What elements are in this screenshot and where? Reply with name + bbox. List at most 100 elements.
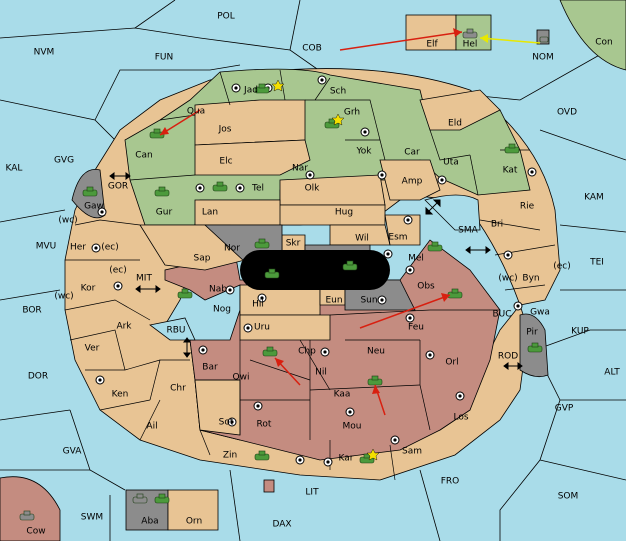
province-amp[interactable] — [379, 159, 441, 201]
label-uru: Uru — [254, 323, 270, 333]
unit-tank-icon[interactable] — [132, 493, 148, 504]
gulf-rbu — [149, 317, 196, 341]
label-lan: Lan — [202, 208, 218, 218]
unit-tank-icon[interactable] — [367, 375, 383, 386]
label-gvp: GVP — [555, 404, 574, 414]
province-cow[interactable] — [0, 476, 61, 541]
unit-tank-icon[interactable] — [447, 288, 463, 299]
province-uru[interactable] — [239, 314, 331, 341]
unit-tank-icon[interactable] — [462, 28, 478, 39]
build-stars — [271, 79, 380, 461]
label-cob: COB — [302, 44, 322, 54]
label-feu: Feu — [408, 323, 424, 333]
label-amp: Amp — [402, 177, 423, 187]
label-jad: Jad — [243, 86, 258, 96]
label-rie: Rie — [520, 202, 535, 212]
label-neu: Neu — [367, 347, 385, 357]
units — [19, 28, 549, 521]
province-orn[interactable] — [167, 489, 219, 531]
label-mvu: MVU — [36, 242, 57, 252]
label-pir: Pir — [526, 328, 538, 338]
label-sap: Sap — [194, 254, 211, 264]
unit-tank-icon[interactable] — [504, 143, 520, 154]
label-byn: Byn — [522, 274, 539, 284]
label-ec1: (ec) — [101, 243, 119, 253]
label-grh: Grh — [344, 108, 360, 118]
label-kal: KAL — [6, 164, 23, 174]
unit-tank-icon[interactable] — [82, 186, 98, 197]
unit-tank-icon[interactable] — [527, 342, 543, 353]
label-esm: Esm — [388, 233, 407, 243]
unit-tank-icon[interactable] — [254, 83, 270, 94]
label-rod: ROD — [498, 352, 518, 362]
label-nom: NOM — [532, 53, 554, 63]
label-wil: Wil — [355, 234, 369, 244]
label-gaw: Gaw — [84, 202, 104, 212]
unit-tank-icon[interactable] — [254, 450, 270, 461]
label-mit: MIT — [136, 274, 152, 284]
label-qwi: Qwi — [233, 373, 250, 383]
unit-tank-icon[interactable] — [264, 268, 280, 279]
connector-arrows — [109, 172, 523, 370]
label-fro: FRO — [441, 477, 460, 487]
label-can: Can — [135, 151, 153, 161]
label-gva: GVA — [63, 447, 83, 457]
label-mou: Mou — [343, 422, 362, 432]
label-qua: Qua — [187, 107, 205, 117]
label-ost: Ost — [317, 258, 333, 268]
label-nvm: NVM — [34, 48, 55, 58]
unit-tank-icon[interactable] — [262, 346, 278, 357]
unit-tank-icon[interactable] — [19, 510, 35, 521]
unit-tank-icon[interactable] — [342, 260, 358, 271]
label-zin: Zin — [223, 451, 237, 461]
label-yok: Yok — [355, 147, 372, 157]
label-fun: FUN — [155, 53, 174, 63]
label-ark: Ark — [116, 322, 132, 332]
label-nab: Nab — [209, 285, 227, 295]
label-kat: Kat — [503, 166, 518, 176]
label-chp: Chp — [298, 347, 316, 357]
label-sch: Sch — [330, 87, 346, 97]
province-eld[interactable] — [419, 89, 501, 131]
unit-tank-icon[interactable] — [427, 241, 443, 252]
label-ec2: (ec) — [109, 266, 127, 276]
star-icon — [366, 448, 380, 461]
label-kup: KUP — [571, 327, 589, 337]
order-arrows — [159, 28, 541, 416]
unit-tank-icon[interactable] — [154, 186, 170, 197]
label-web: Web — [285, 274, 305, 284]
province-jos[interactable] — [194, 99, 306, 146]
supply-centers — [91, 75, 537, 467]
label-kam: KAM — [584, 193, 604, 203]
label-eld: Eld — [448, 119, 462, 129]
unit-tank-icon[interactable] — [149, 128, 165, 139]
province-elc[interactable] — [194, 139, 311, 176]
label-jos: Jos — [218, 125, 232, 135]
label-wc3: (wc) — [54, 292, 73, 302]
label-los: Los — [453, 413, 468, 423]
label-dor: DOR — [28, 372, 48, 382]
unit-tank-icon[interactable] — [154, 493, 170, 504]
label-hil: Hil — [252, 300, 264, 310]
unit-tank-icon[interactable] — [254, 238, 270, 249]
label-hug: Hug — [335, 208, 353, 218]
province-olk[interactable] — [279, 174, 386, 206]
label-rbu: RBU — [166, 326, 185, 336]
label-orl: Orl — [445, 358, 458, 368]
label-aba: Aba — [141, 517, 158, 527]
label-elf: Elf — [426, 40, 438, 50]
inner-lake — [240, 250, 390, 290]
label-gor: GOR — [108, 182, 128, 192]
unit-tank-icon[interactable] — [177, 288, 193, 299]
label-kaa: Kaa — [334, 390, 351, 400]
unit-tank-icon[interactable] — [212, 181, 228, 192]
label-skr: Skr — [286, 239, 301, 249]
label-ken: Ken — [112, 390, 129, 400]
province-lit-island[interactable] — [263, 479, 275, 493]
label-nar: Nar — [292, 164, 308, 174]
label-tel: Tel — [251, 184, 264, 194]
unit-tank-icon[interactable] — [539, 36, 549, 43]
label-hel: Hel — [463, 40, 478, 50]
